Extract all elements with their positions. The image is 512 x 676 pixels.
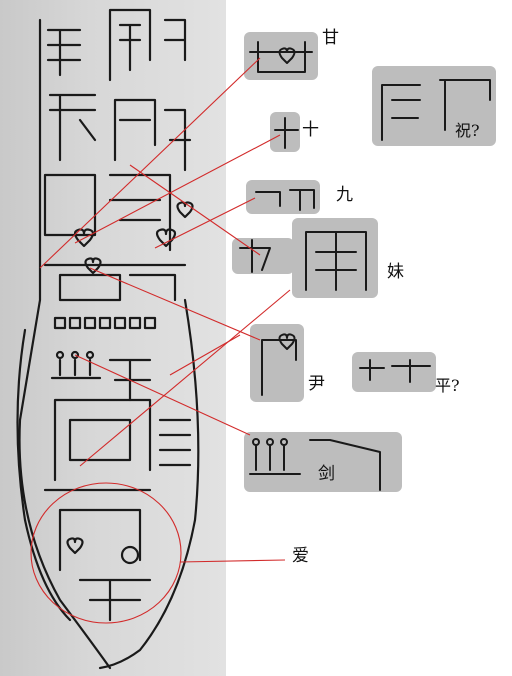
fragment-ping <box>352 352 436 392</box>
label-yin: 尹 <box>308 374 325 394</box>
label-mei: 妹 <box>387 262 404 282</box>
connector-line-ping <box>169 334 241 376</box>
label-ping: 平? <box>435 376 460 395</box>
connector-line-jiu <box>154 197 256 249</box>
label-shi: 十 <box>302 120 319 140</box>
connector-line-gan <box>39 57 261 269</box>
seal-script-strokes <box>16 8 200 670</box>
label-gan: 甘 <box>322 28 339 48</box>
label-jian: 剑 <box>318 464 335 484</box>
connector-line-mei <box>79 289 291 467</box>
label-ai: 爱 <box>292 546 309 566</box>
circle-ai <box>30 482 182 624</box>
label-zhu: 祝? <box>455 121 480 140</box>
connector-line-jian <box>74 354 251 436</box>
connector-line-mei-left <box>129 164 261 256</box>
fragment-jiu <box>246 180 320 214</box>
connector-line-ai <box>179 559 286 563</box>
connector-line-shi <box>74 134 281 244</box>
label-jiu: 九 <box>336 185 353 205</box>
connector-line-yin <box>89 267 261 341</box>
